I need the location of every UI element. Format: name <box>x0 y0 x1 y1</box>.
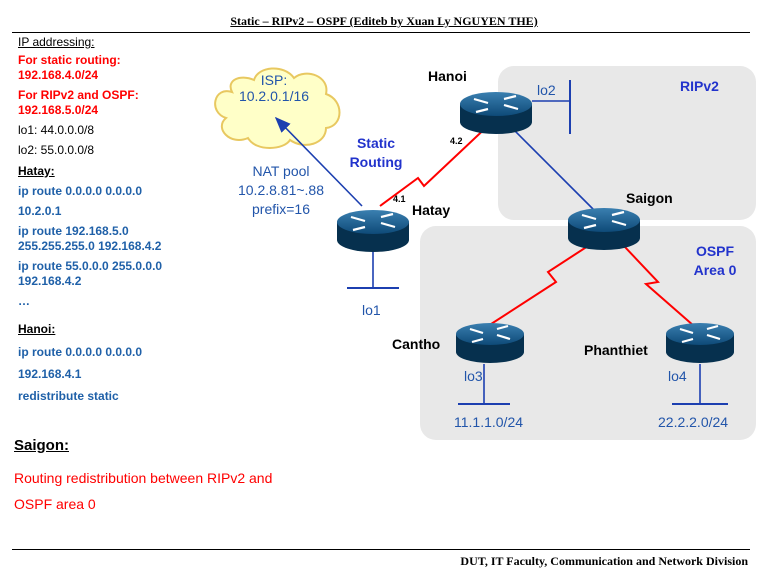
router-phanthiet-icon <box>666 323 734 363</box>
hatay-config-ellipsis: … <box>18 294 30 308</box>
isp-label: ISP: 10.2.0.1/16 <box>236 72 312 104</box>
hatay-heading: Hatay: <box>18 164 55 178</box>
router-hanoi-label: Hanoi <box>428 68 467 84</box>
ospf-area-line: Area 0 <box>693 262 737 278</box>
hatay-config-line: ip route 0.0.0.0 0.0.0.0 <box>18 184 143 198</box>
isp-address: 10.2.0.1/16 <box>238 88 310 104</box>
hatay-isp-link <box>274 116 363 207</box>
ospf-label-line: OSPF <box>695 243 735 259</box>
lo3-stub <box>458 364 510 405</box>
saigon-cantho-serial-link <box>487 245 589 327</box>
lo1-stub <box>347 250 399 289</box>
lo4-stub <box>672 364 728 405</box>
router-cantho-icon <box>456 323 524 363</box>
cantho-network-label: 11.1.1.0/24 <box>454 414 524 430</box>
static-routing-line: Static <box>356 135 396 151</box>
router-hatay-icon <box>337 210 409 252</box>
hatay-config-line: 192.168.4.2 <box>18 274 82 288</box>
router-hatay-label: Hatay <box>412 202 451 218</box>
router-hanoi-icon <box>460 92 532 134</box>
router-saigon-label: Saigon <box>626 190 673 206</box>
isp-cloud <box>214 67 341 149</box>
ripv2-ospf-network: 192.168.5.0/24 <box>18 103 99 117</box>
hatay-config-line: ip route 192.168.5.0 <box>18 224 129 238</box>
nat-pool-line: NAT pool <box>252 163 310 179</box>
ip-addressing-heading: IP addressing: <box>18 35 95 49</box>
router-cantho-label: Cantho <box>392 336 441 352</box>
saigon-note-line: Routing redistribution between RIPv2 and <box>14 470 273 486</box>
lo2-label: lo2 <box>537 82 556 98</box>
lo4-label: lo4 <box>668 368 687 384</box>
lo2-stub <box>532 80 571 134</box>
saigon-note-line: OSPF area 0 <box>14 496 96 512</box>
footer-text: DUT, IT Faculty, Communication and Netwo… <box>460 554 748 568</box>
hanoi-heading: Hanoi: <box>18 322 56 336</box>
hatay-interface-label: 4.1 <box>393 194 406 204</box>
hatay-config-line: ip route 55.0.0.0 255.0.0.0 <box>18 259 163 273</box>
lo3-label: lo3 <box>464 368 483 384</box>
hanoi-config-line: ip route 0.0.0.0 0.0.0.0 <box>18 345 143 359</box>
hanoi-config-line: 192.168.4.1 <box>18 367 82 381</box>
ospf-region <box>420 226 756 440</box>
lo1-label: lo1 <box>362 302 381 318</box>
lo2-address: lo2: 55.0.0.0/8 <box>18 143 95 157</box>
ripv2-region-label: RIPv2 <box>680 78 719 94</box>
title-rule <box>12 32 750 33</box>
static-routing-network: 192.168.4.0/24 <box>18 68 99 82</box>
hanoi-interface-label: 4.2 <box>450 136 463 146</box>
lo1-address: lo1: 44.0.0.0/8 <box>18 123 95 137</box>
static-routing-label: For static routing: <box>18 53 121 67</box>
nat-pool-label: NAT pool 10.2.8.81~.88 prefix=16 <box>222 162 340 219</box>
ospf-region-label: OSPF Area 0 <box>684 242 746 280</box>
footer-rule <box>12 549 750 550</box>
hanoi-config-line: redistribute static <box>18 389 119 403</box>
static-routing-line: Routing <box>349 154 403 170</box>
static-routing-label: Static Routing <box>340 134 412 172</box>
links <box>274 80 728 405</box>
saigon-heading: Saigon: <box>14 437 69 454</box>
ripv2-region <box>498 66 756 220</box>
hatay-config-line: 10.2.0.1 <box>18 204 62 218</box>
page-title: Static – RIPv2 – OSPF (Editeb by Xuan Ly… <box>230 14 538 28</box>
hatay-config-line: 255.255.255.0 192.168.4.2 <box>18 239 162 253</box>
isp-label-line: ISP: <box>260 72 288 88</box>
saigon-phanthiet-serial-link <box>623 245 695 327</box>
nat-pool-prefix: prefix=16 <box>252 201 310 217</box>
router-phanthiet-label: Phanthiet <box>584 342 648 358</box>
hatay-hanoi-serial-link <box>379 121 493 207</box>
router-saigon-icon <box>568 208 640 250</box>
ripv2-ospf-label: For RIPv2 and OSPF: <box>18 88 139 102</box>
phanthiet-network-label: 22.2.2.0/24 <box>658 414 729 430</box>
nat-pool-range: 10.2.8.81~.88 <box>237 182 325 198</box>
